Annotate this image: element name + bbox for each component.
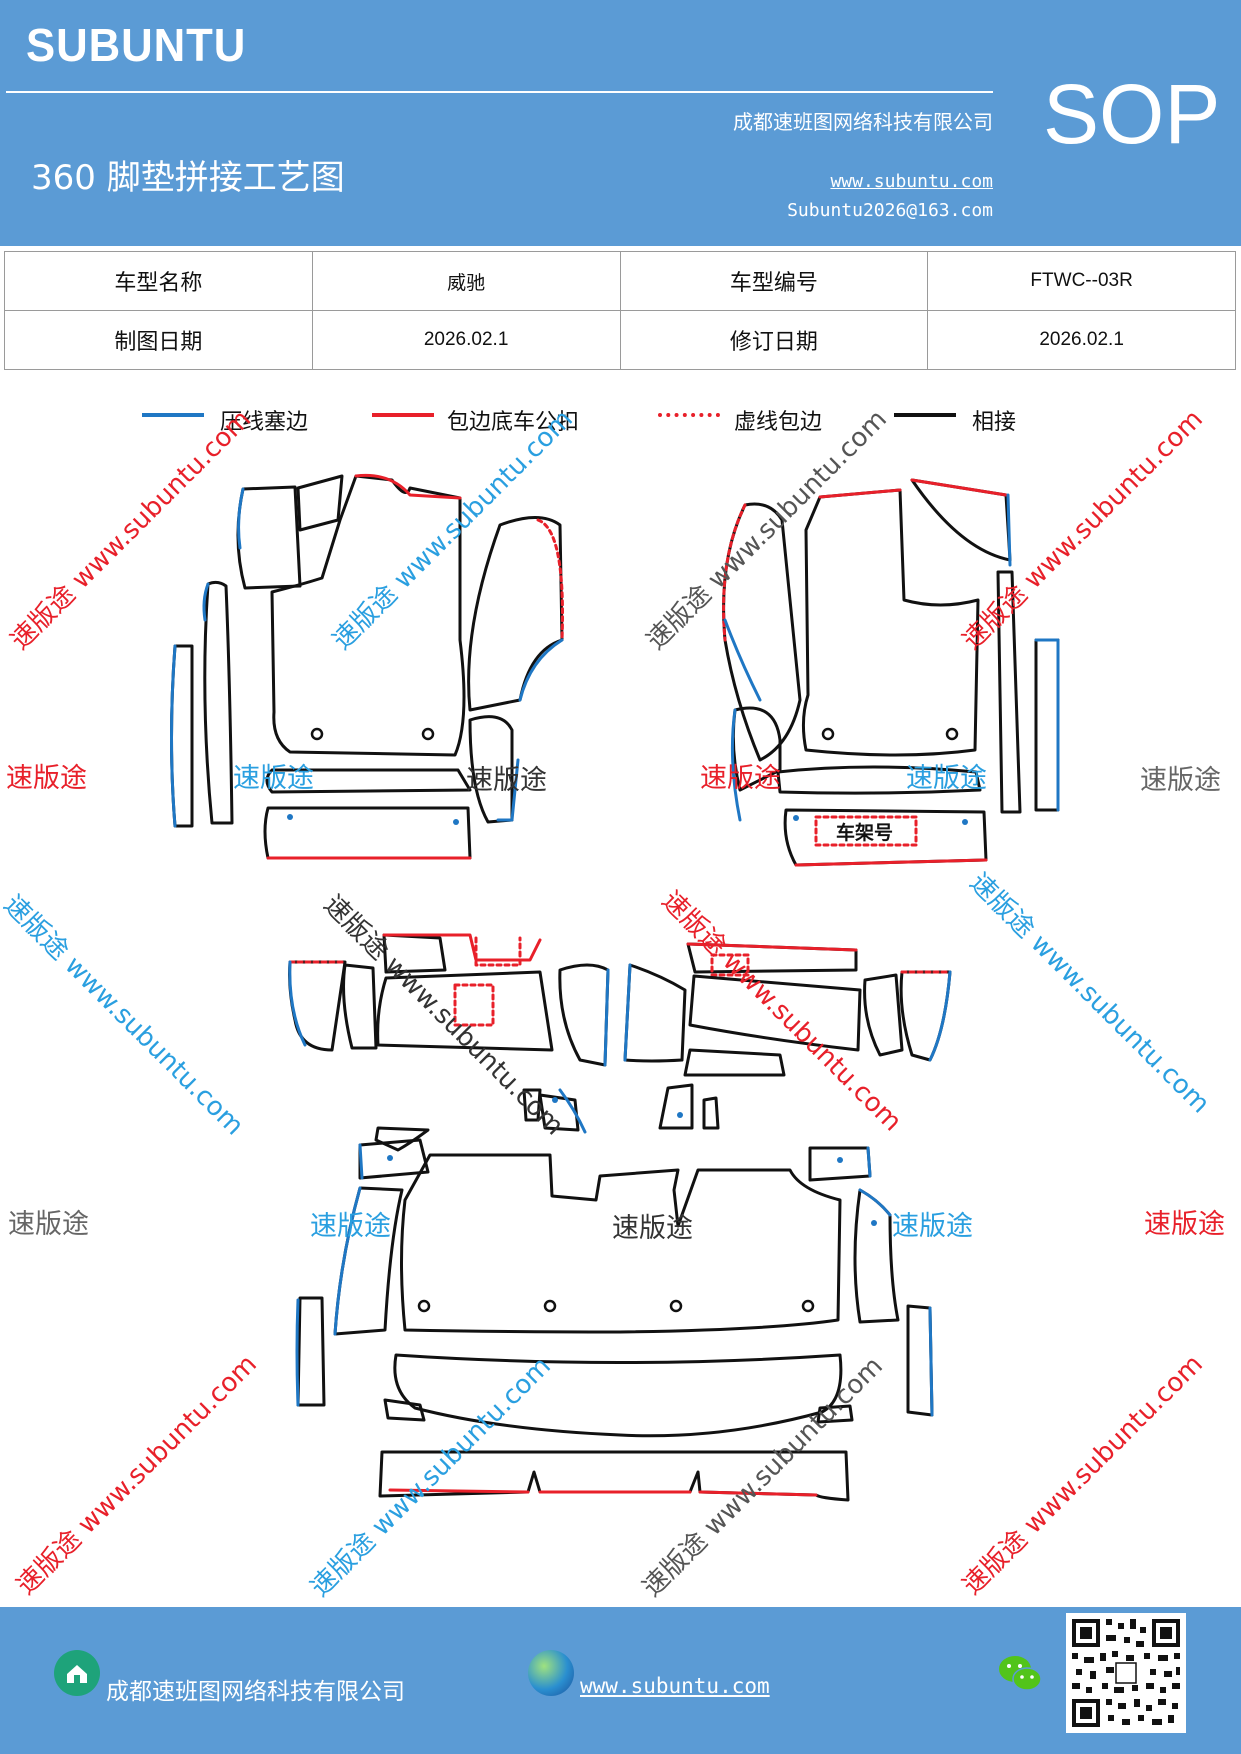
draw-date-label: 制图日期 <box>4 310 313 370</box>
legend-swatch <box>142 413 204 417</box>
header-divider <box>6 91 993 93</box>
watermark-text: 速版途 <box>6 763 87 794</box>
legend-label: 压线塞边 <box>220 410 309 435</box>
page-title: 360 脚垫拼接工艺图 <box>31 158 345 198</box>
model-name-value: 威驰 <box>311 251 621 311</box>
watermark-text: 速版途 <box>892 1211 973 1242</box>
watermark-text: 速版途 <box>466 765 547 796</box>
legend-label: 相接 <box>972 410 1017 435</box>
sop-badge: SOP <box>1043 67 1221 161</box>
watermark-text: 速版途 <box>233 763 314 794</box>
header-banner <box>0 0 1241 246</box>
legend-label: 虚线包边 <box>734 410 823 435</box>
middle-left-mat-set <box>288 933 610 1134</box>
legend-swatch <box>658 413 720 417</box>
brand-logo: SUBUNTU <box>26 19 247 71</box>
watermark-text: 速版途 <box>1144 1209 1225 1240</box>
revise-date-label: 修订日期 <box>619 310 929 370</box>
revise-date-value: 2026.02.1 <box>927 310 1236 370</box>
info-table: 车型名称 威驰 车型编号 FTWC--03R 制图日期 2026.02.1 修订… <box>4 251 1236 370</box>
rear-mat-set <box>295 1126 934 1502</box>
watermark-text: 速版途 <box>310 1211 391 1242</box>
footer-company: 成都速班图网络科技有限公司 <box>106 1679 405 1705</box>
header-website-link[interactable]: www.subuntu.com <box>830 171 993 192</box>
header-email: Subuntu2026@163.com <box>787 200 993 221</box>
wechat-icon <box>999 1656 1042 1691</box>
header-company: 成都速班图网络科技有限公司 <box>733 110 993 134</box>
watermark-text: 速版途 <box>1140 765 1221 796</box>
watermark-text: 速版途 <box>8 1209 89 1240</box>
footer-website-link[interactable]: www.subuntu.com <box>580 1674 770 1698</box>
home-icon <box>54 1650 100 1696</box>
qr-code <box>1066 1613 1186 1733</box>
watermark-text: 速版途 <box>612 1213 693 1244</box>
table-row: 车型名称 威驰 车型编号 FTWC--03R <box>4 251 1236 311</box>
frame-number-label: 车架号 <box>836 822 894 844</box>
model-name-label: 车型名称 <box>4 251 313 311</box>
legend-swatch <box>372 413 434 417</box>
model-code-label: 车型编号 <box>619 251 929 311</box>
legend-label: 包边底车公扣 <box>447 410 580 435</box>
model-code-value: FTWC--03R <box>927 251 1236 311</box>
legend-swatch <box>894 413 956 417</box>
table-row: 制图日期 2026.02.1 修订日期 2026.02.1 <box>4 310 1236 370</box>
watermark-text: 速版途 <box>700 763 781 794</box>
watermark-text: 速版途 <box>906 763 987 794</box>
front-right-mat-set <box>722 478 1060 867</box>
draw-date-value: 2026.02.1 <box>311 310 621 370</box>
middle-right-mat-set <box>623 942 952 1130</box>
front-left-mat-set <box>170 473 564 860</box>
globe-icon <box>528 1650 574 1696</box>
